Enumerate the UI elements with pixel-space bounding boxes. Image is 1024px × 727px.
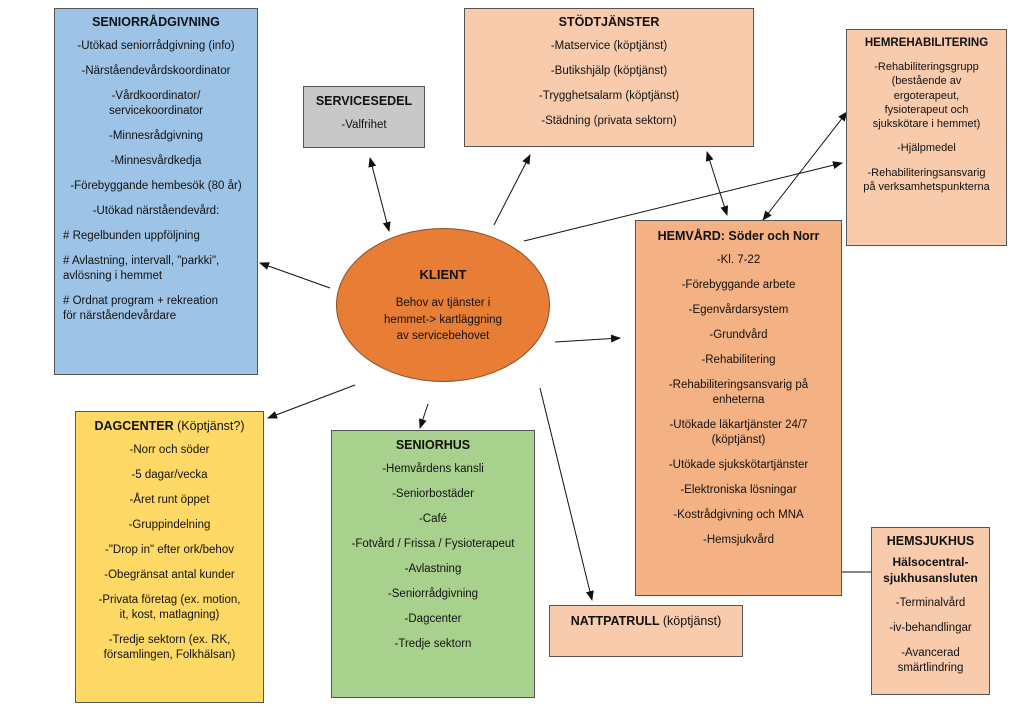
seniorhus-list: -Hemvårdens kansli -Seniorbostäder -Café -F… bbox=[332, 462, 534, 652]
stodtjanster-item: -Trygghetsalarm (köptjänst) bbox=[538, 90, 680, 103]
nattpatrull-title: NATTPATRULL (köptjänst) bbox=[550, 613, 742, 629]
nattpatrull-box: NATTPATRULL (köptjänst) bbox=[549, 605, 743, 657]
arrow-klient-stodtjanster bbox=[493, 154, 531, 226]
hemsjukhus-title: HEMSJUKHUS bbox=[886, 534, 975, 548]
hemrehabilitering-item: -Rehabiliteringsgrupp (bestående av ergo… bbox=[872, 60, 981, 131]
seniorradgivning-item: # Avlastning, intervall, "parkki", avlös… bbox=[63, 254, 220, 282]
hemvard-item: -Kl. 7-22 bbox=[716, 254, 761, 267]
hemvard-item: -Utökade sjukskötartjänster bbox=[668, 458, 809, 471]
dagcenter-title: DAGCENTER (Köptjänst?) bbox=[76, 418, 263, 434]
hemvard-item: -Kostrådgivning och MNA bbox=[673, 508, 804, 521]
stodtjanster-title: STÖDTJÄNSTER bbox=[558, 15, 660, 29]
seniorradgivning-title: SENIORRÅDGIVNING bbox=[92, 15, 220, 29]
seniorhus-item: -Café bbox=[418, 513, 448, 526]
hemsjukhus-list: -Terminalvård -iv-behandlingar -Avancerad … bbox=[872, 596, 989, 676]
dagcenter-item: -Tredje sektorn (ex. RK, församlingen, F… bbox=[103, 633, 236, 661]
stodtjanster-list: -Matservice (köptjänst) -Butikshjälp (köp… bbox=[465, 39, 753, 129]
stodtjanster-item: -Butikshjälp (köptjänst) bbox=[550, 65, 668, 78]
dagcenter-list: -Norr och söder -5 dagar/vecka -Året runt … bbox=[76, 443, 263, 662]
hemvard-item: -Egenvårdarsystem bbox=[688, 304, 789, 317]
hemsjukhus-item: -iv-behandlingar bbox=[889, 622, 972, 635]
seniorradgivning-item: -Minnesrådgivning bbox=[109, 130, 203, 142]
dagcenter-title-main: DAGCENTER bbox=[94, 419, 174, 433]
arrow-hemvard-hemrehabilitering bbox=[762, 111, 848, 221]
seniorhus-item: -Hemvårdens kansli bbox=[382, 463, 484, 476]
servicesedel-box: SERVICESEDEL -Valfrihet bbox=[303, 86, 425, 148]
seniorhus-item: -Tredje sektorn bbox=[394, 637, 472, 650]
servicesedel-title: SERVICESEDEL bbox=[315, 94, 413, 108]
servicesedel-item: -Valfrihet bbox=[341, 119, 387, 132]
seniorradgivning-item: -Närståendevårdskoordinator bbox=[81, 65, 231, 78]
dagcenter-item: -"Drop in" efter ork/behov bbox=[105, 544, 234, 556]
hemsjukhus-subtitle: Hälsocentral- sjukhusansluten bbox=[883, 555, 978, 585]
dagcenter-item: -5 dagar/vecka bbox=[131, 469, 208, 482]
nattpatrull-title-main: NATTPATRULL bbox=[570, 614, 660, 628]
arrow-klient-dagcenter bbox=[267, 384, 356, 419]
seniorradgivning-item: -Vårdkoordinator/ servicekoordinator bbox=[109, 90, 203, 118]
seniorhus-item: -Seniorrådgivning bbox=[387, 587, 479, 600]
hemvard-item: -Grundvård bbox=[709, 329, 768, 342]
seniorradgivning-item: -Utökad seniorrådgivning (info) bbox=[77, 40, 235, 53]
arrow-klient-seniorradgivning bbox=[259, 262, 331, 289]
klient-title: KLIENT bbox=[419, 267, 467, 282]
hemvard-item: -Rehabiliteringsansvarig på enheterna bbox=[668, 378, 809, 406]
hemvard-list: -Kl. 7-22 -Förebyggande arbete -Egenvårdar… bbox=[636, 253, 841, 547]
seniorradgivning-box: SENIORRÅDGIVNING -Utökad seniorrådgivnin… bbox=[54, 8, 258, 375]
dagcenter-title-suffix: (Köptjänst?) bbox=[177, 419, 245, 433]
seniorradgivning-item: -Förebyggande hembesök (80 år) bbox=[70, 179, 242, 192]
hemsjukhus-box: HEMSJUKHUS Hälsocentral- sjukhusansluten… bbox=[871, 527, 990, 695]
seniorhus-item: -Avlastning bbox=[404, 563, 462, 575]
hemsjukhus-item: -Terminalvård bbox=[895, 597, 966, 610]
dagcenter-box: DAGCENTER (Köptjänst?) -Norr och söder -5… bbox=[75, 411, 264, 703]
arrow-klient-seniorhus bbox=[419, 403, 429, 429]
klient-text: Behov av tjänster i hemmet-> kartläggnin… bbox=[384, 297, 502, 343]
seniorhus-item: -Seniorbostäder bbox=[392, 488, 474, 501]
hemrehabilitering-item: -Hjälpmedel bbox=[897, 142, 956, 155]
dagcenter-item: -Obegränsat antal kunder bbox=[104, 568, 235, 581]
nattpatrull-title-suffix: (köptjänst) bbox=[662, 614, 722, 628]
hemrehabilitering-title: HEMREHABILITERING bbox=[864, 37, 989, 49]
hemvard-item: -Rehabilitering bbox=[701, 354, 776, 366]
seniorradgivning-item: # Regelbunden uppföljning bbox=[63, 229, 200, 242]
seniorradgivning-item: # Ordnat program + rekreation för närstå… bbox=[63, 294, 219, 322]
hemrehabilitering-box: HEMREHABILITERING -Rehabiliteringsgrupp … bbox=[846, 29, 1007, 246]
seniorradgivning-list: -Utökad seniorrådgivning (info) -Närståen… bbox=[55, 39, 257, 323]
hemvard-title: HEMVÅRD: Söder och Norr bbox=[657, 229, 820, 243]
dagcenter-item: -Året runt öppet bbox=[129, 494, 210, 507]
hemvard-item: -Hemsjukvård bbox=[703, 533, 774, 546]
hemvard-box: HEMVÅRD: Söder och Norr -Kl. 7-22 -Föreby… bbox=[635, 220, 842, 596]
dagcenter-item: -Norr och söder bbox=[129, 444, 210, 457]
dagcenter-item: -Gruppindelning bbox=[128, 519, 211, 532]
seniorradgivning-item: -Minnesvårdkedja bbox=[110, 154, 202, 167]
seniorradgivning-item: -Utökad närståendevård: bbox=[92, 204, 220, 217]
seniorhus-item: -Dagcenter bbox=[404, 612, 462, 625]
seniorhus-title: SENIORHUS bbox=[395, 438, 471, 452]
arrow-klient-hemvard bbox=[554, 334, 621, 343]
servicesedel-list: -Valfrihet bbox=[304, 118, 424, 133]
hemrehabilitering-list: -Rehabiliteringsgrupp (bestående av ergo… bbox=[847, 60, 1006, 194]
stodtjanster-item: -Matservice (köptjänst) bbox=[550, 40, 668, 53]
arrow-klient-servicesedel bbox=[368, 157, 391, 232]
arrow-klient-nattpatrull bbox=[539, 387, 594, 601]
hemvard-item: -Utökade läkartjänster 24/7 (köptjänst) bbox=[669, 418, 808, 446]
seniorhus-item: -Fotvård / Frissa / Fysioterapeut bbox=[351, 538, 515, 551]
klient-node: KLIENT Behov av tjänster i hemmet-> kart… bbox=[336, 228, 550, 382]
dagcenter-item: -Privata företag (ex. motion, it, kost, … bbox=[98, 593, 241, 621]
hemvard-item: -Förebyggande arbete bbox=[681, 279, 796, 292]
stodtjanster-box: STÖDTJÄNSTER -Matservice (köptjänst) -But… bbox=[464, 8, 754, 147]
hemvard-item: -Elektroniska lösningar bbox=[680, 483, 797, 496]
hemrehabilitering-item: -Rehabiliteringsansvarig på verksamhetsp… bbox=[863, 166, 990, 194]
arrow-stodtjanster-hemvard bbox=[705, 151, 729, 216]
seniorhus-box: SENIORHUS -Hemvårdens kansli -Seniorbostä… bbox=[331, 430, 535, 698]
hemsjukhus-item: -Avancerad smärtlindring bbox=[897, 647, 964, 675]
stodtjanster-item: -Städning (privata sektorn) bbox=[541, 115, 677, 128]
